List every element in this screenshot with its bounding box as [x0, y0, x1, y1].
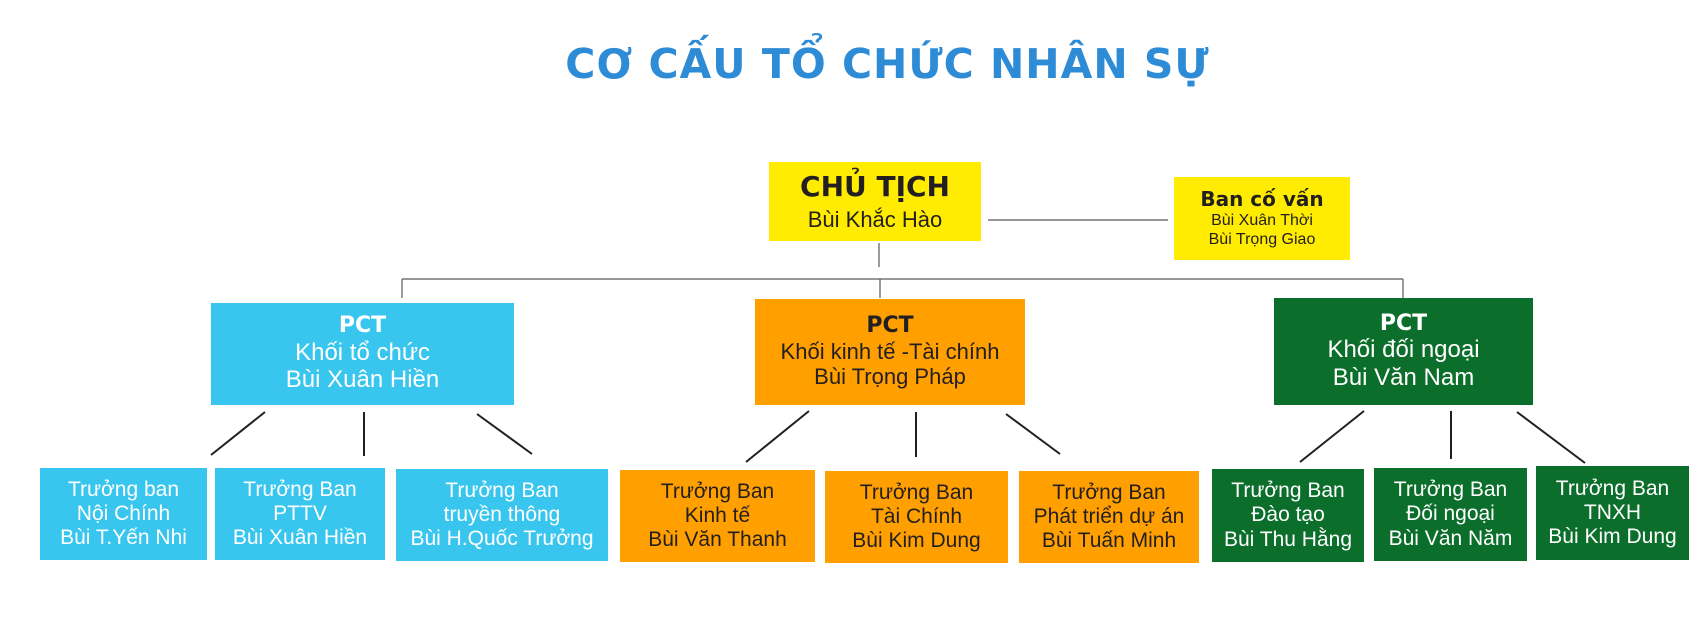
dept-head-box: Trưởng Ban Đào tạo Bùi Thu Hằng [1212, 469, 1364, 562]
vice-chair-external-box: PCT Khối đối ngoại Bùi Văn Nam [1274, 298, 1533, 405]
head-role: Trưởng Ban [660, 479, 775, 503]
division-head-name: Bùi Xuân Hiền [285, 366, 440, 394]
head-role: Trưởng Ban [1052, 480, 1166, 504]
pct-label: PCT [338, 313, 387, 339]
head-role: Trưởng Ban [1231, 479, 1345, 503]
head-name: Bùi Xuân Hiền [232, 526, 368, 550]
dept-head-box: Trưởng Ban truyền thông Bùi H.Quốc Trưởn… [396, 469, 608, 561]
branch-line [1299, 410, 1365, 463]
head-dept: Đào tạo [1251, 503, 1325, 527]
head-name: Bùi Kim Dung [852, 529, 981, 553]
division-unit: Khối tổ chức [295, 338, 430, 366]
advisory-member: Bùi Xuân Thời [1211, 211, 1313, 229]
division-unit: Khối kinh tế -Tài chính [780, 339, 1000, 365]
chairman-box: CHỦ TỊCH Bùi Khắc Hào [769, 162, 981, 241]
head-dept: Nội Chính [76, 501, 171, 525]
head-role: Trưởng Ban [243, 477, 357, 501]
dept-head-box: Trưởng Ban Kinh tế Bùi Văn Thanh [620, 470, 815, 562]
dept-head-box: Trưởng Ban Phát triển dự án Bùi Tuấn Min… [1019, 471, 1199, 563]
dept-head-box: Trưởng ban Nội Chính Bùi T.Yến Nhi [40, 468, 207, 560]
division-unit: Khối đối ngoại [1327, 336, 1480, 364]
head-role: Trưởng Ban [859, 480, 974, 504]
head-role: Trưởng Ban [1555, 476, 1670, 500]
branch-line [210, 411, 266, 456]
branch-line [476, 413, 533, 455]
head-dept: TNXH [1583, 500, 1642, 524]
head-name: Bùi Thu Hằng [1223, 527, 1353, 551]
head-role: Trưởng Ban [445, 478, 559, 502]
chart-title: CƠ CẤU TỔ CHỨC NHÂN SỰ [565, 40, 1210, 88]
branch-line [1516, 411, 1586, 464]
head-name: Bùi Kim Dung [1548, 525, 1677, 549]
dept-head-box: Trưởng Ban PTTV Bùi Xuân Hiền [215, 468, 385, 560]
dept-head-box: Trưởng Ban Tài Chính Bùi Kim Dung [825, 471, 1008, 563]
chairman-title: CHỦ TỊCH [800, 169, 950, 203]
dept-head-box: Trưởng Ban Đối ngoại Bùi Văn Năm [1374, 468, 1527, 561]
head-dept: Kinh tế [684, 503, 751, 527]
head-dept: Tài Chính [870, 504, 963, 528]
division-head-name: Bùi Văn Nam [1332, 363, 1475, 391]
pct-label: PCT [1379, 310, 1428, 336]
pct-label: PCT [866, 313, 914, 339]
vice-chair-economic-box: PCT Khối kinh tế -Tài chính Bùi Trọng Ph… [755, 299, 1025, 405]
branch-line [745, 410, 810, 463]
head-role: Trưởng Ban [1393, 478, 1508, 502]
head-name: Bùi Văn Năm [1388, 526, 1513, 550]
head-dept: Đối ngoại [1406, 502, 1495, 526]
head-dept: PTTV [273, 501, 327, 525]
advisory-box: Ban cố vấn Bùi Xuân Thời Bùi Trọng Giao [1174, 177, 1350, 260]
division-head-name: Bùi Trọng Pháp [814, 364, 966, 390]
advisory-member: Bùi Trọng Giao [1208, 230, 1316, 248]
head-name: Bùi H.Quốc Trưởng [410, 527, 594, 551]
advisory-title: Ban cố vấn [1200, 187, 1324, 212]
head-name: Bùi T.Yến Nhi [60, 526, 187, 550]
branch-line [1005, 413, 1061, 455]
head-dept: truyền thông [443, 502, 561, 526]
head-dept: Phát triển dự án [1033, 504, 1185, 528]
head-name: Bùi Tuấn Minh [1041, 529, 1177, 553]
head-name: Bùi Văn Thanh [648, 528, 787, 552]
chairman-name: Bùi Khắc Hào [807, 206, 943, 232]
dept-head-box: Trưởng Ban TNXH Bùi Kim Dung [1536, 466, 1689, 560]
head-role: Trưởng ban [67, 477, 180, 501]
vice-chair-organization-box: PCT Khối tổ chức Bùi Xuân Hiền [211, 303, 514, 405]
